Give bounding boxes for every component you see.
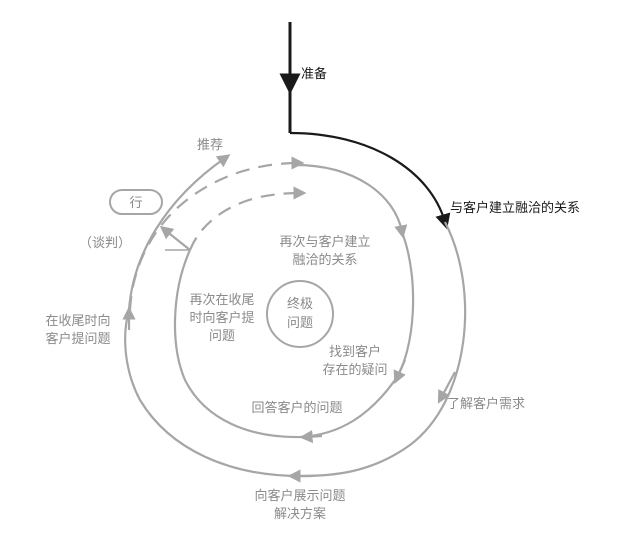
label-rebuild-rapport-1: 再次与客户建立 xyxy=(279,234,370,250)
outer-arrow-needs xyxy=(437,371,456,404)
outer-loop-right xyxy=(299,221,467,478)
label-ask-again-1: 再次在收尾 xyxy=(189,292,254,308)
label-ask-again-3: 问题 xyxy=(209,329,235,344)
inner-arrow-right xyxy=(393,359,407,385)
action-box xyxy=(109,189,163,215)
label-ask-closing-1: 在收尾时向 xyxy=(45,313,110,329)
label-find-doubts-2: 存在的疑问 xyxy=(322,362,387,378)
ultimate-question-line-1: 终极 xyxy=(287,296,313,312)
label-prepare: 准备 xyxy=(301,66,327,82)
inner-loop-bottom xyxy=(173,249,396,439)
label-answer-questions: 回答客户的问题 xyxy=(251,400,342,416)
label-understand-needs: 了解客户需求 xyxy=(447,396,525,412)
inner-arrow-bottom xyxy=(299,430,323,444)
label-rebuild-rapport-2: 融洽的关系 xyxy=(292,252,357,268)
label-present-solution-2: 解决方案 xyxy=(274,506,326,522)
ultimate-question-circle xyxy=(266,280,334,348)
outer-loop-bottom xyxy=(124,309,301,478)
action-label: 行 xyxy=(129,196,142,211)
ultimate-question-line-2: 问题 xyxy=(287,316,313,331)
outer-loop-left xyxy=(127,154,231,311)
label-build-rapport: 与客户建立融洽的关系 xyxy=(450,200,580,216)
inner-loop-top xyxy=(294,163,408,239)
label-find-doubts-1: 找到客户 xyxy=(329,344,381,360)
label-recommend: 推荐 xyxy=(197,138,223,153)
label-negotiate: （谈判） xyxy=(79,236,131,251)
inner-to-action-arrow xyxy=(159,225,191,251)
label-ask-closing-2: 客户提问题 xyxy=(45,331,110,347)
inner-dashed-return xyxy=(188,186,307,251)
inner-loop-right xyxy=(394,231,415,381)
label-ask-again-2: 时向客户提 xyxy=(189,310,254,326)
outer-dashed-return xyxy=(128,156,305,311)
label-present-solution-1: 向客户展示问题 xyxy=(254,488,345,504)
rapport-arc xyxy=(289,131,451,230)
